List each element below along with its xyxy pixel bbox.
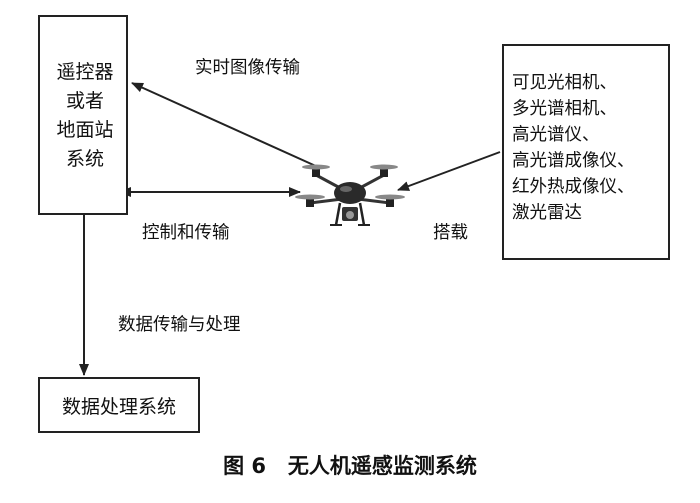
left-line-3: 地面站 bbox=[56, 119, 114, 141]
edge-label-data-processing: 数据传输与处理 bbox=[118, 315, 241, 335]
figure-caption: 图 6 无人机遥感监测系统 bbox=[223, 454, 477, 478]
arrow-mount bbox=[397, 151, 501, 191]
left-line-1: 遥控器 bbox=[56, 61, 114, 83]
edge-label-control-transmission: 控制和传输 bbox=[142, 223, 230, 243]
sensor-line-5: 红外热成像仪、 bbox=[512, 177, 635, 197]
data-processing-label: 数据处理系统 bbox=[61, 395, 176, 418]
edge-label-mount: 搭载 bbox=[433, 223, 468, 243]
sensor-line-1: 可见光相机、 bbox=[512, 73, 617, 93]
left-line-2: 或者 bbox=[65, 90, 104, 112]
remote-ground-station-label: 遥控器 或者 地面站 系统 bbox=[52, 58, 118, 174]
left-line-4: 系统 bbox=[65, 148, 104, 170]
sensor-line-2: 多光谱相机、 bbox=[512, 99, 617, 119]
sensor-payload-label: 可见光相机、 多光谱相机、 高光谱仪、 高光谱成像仪、 红外热成像仪、 激光雷达 bbox=[512, 70, 635, 226]
sensor-line-3: 高光谱仪、 bbox=[512, 125, 600, 145]
remote-ground-station-box bbox=[38, 15, 128, 215]
drone-icon bbox=[295, 164, 405, 226]
sensor-line-6: 激光雷达 bbox=[512, 203, 582, 223]
sensor-payload-box bbox=[502, 44, 670, 260]
data-processing-box bbox=[38, 377, 200, 433]
sensor-line-4: 高光谱成像仪、 bbox=[512, 151, 635, 171]
arrow-realtime-image bbox=[131, 82, 319, 168]
edge-label-realtime-image: 实时图像传输 bbox=[195, 58, 300, 78]
